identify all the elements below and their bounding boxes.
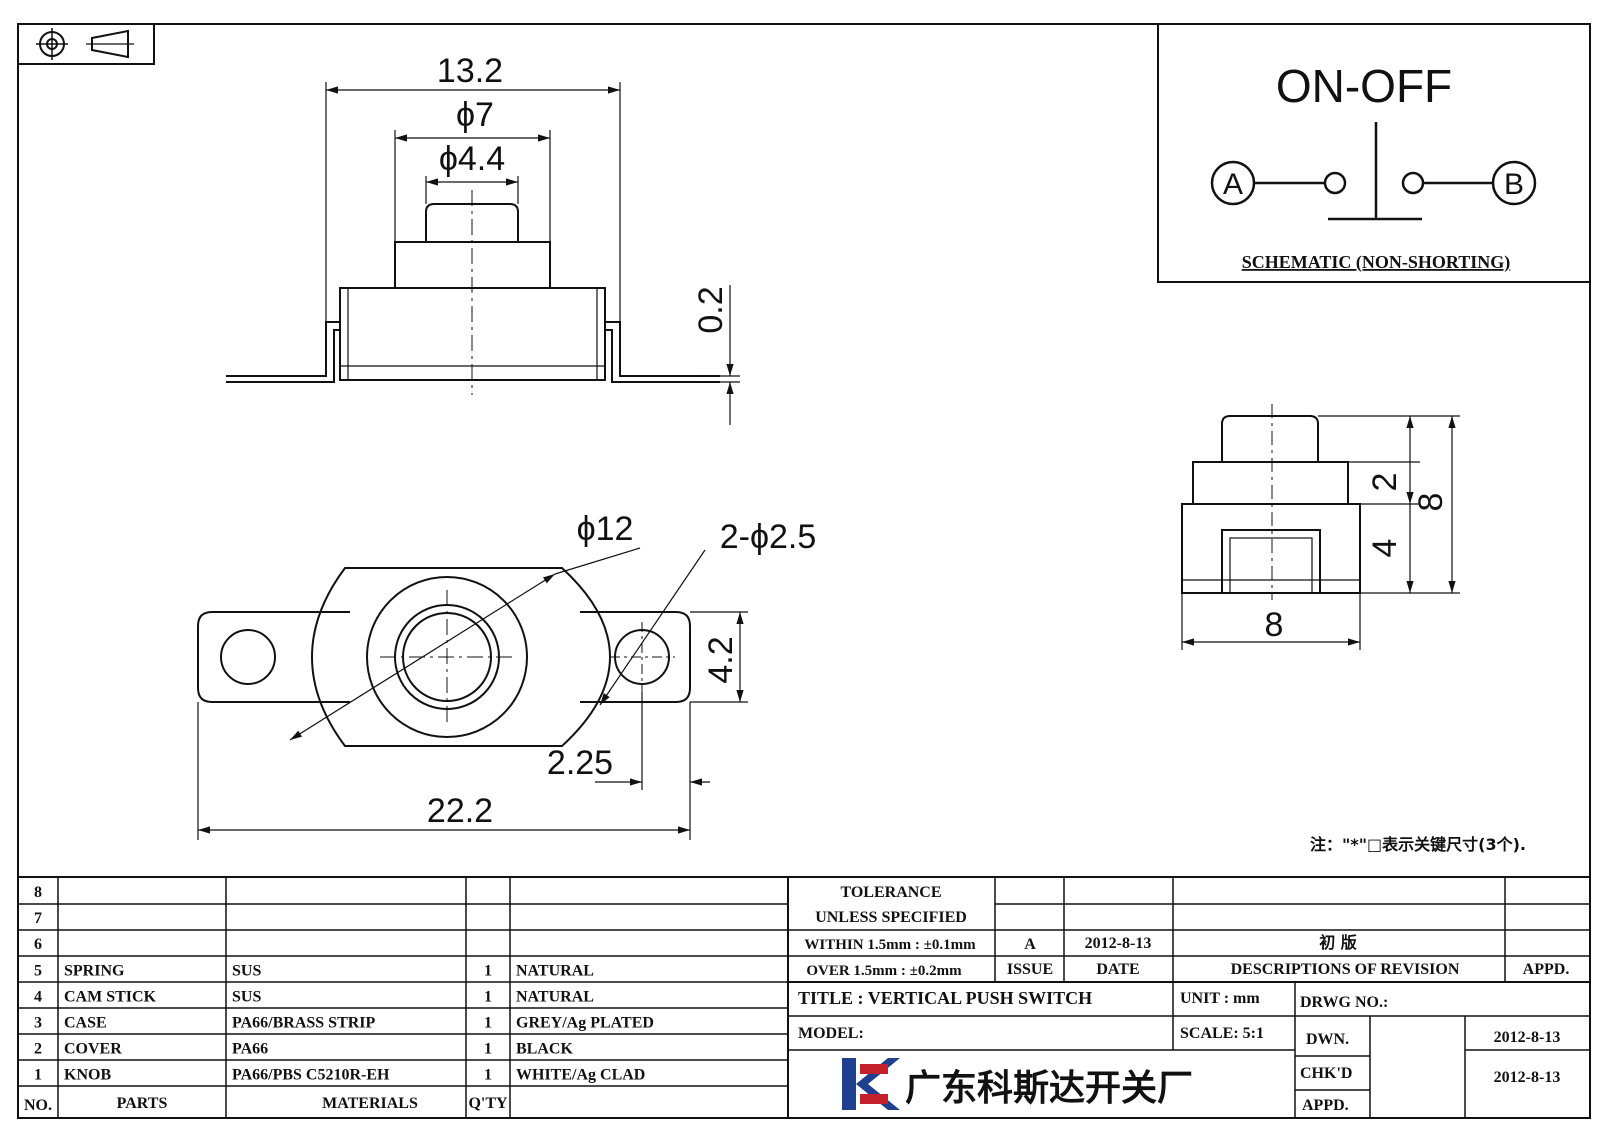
side-view-dimensions	[1181, 415, 1460, 650]
parts-cell-no: 2	[34, 1041, 42, 1058]
parts-cell-part: COVER	[64, 1041, 122, 1058]
header-materials: MATERIALS	[322, 1095, 418, 1112]
parts-cell-material: PA66/PBS C5210R-EH	[232, 1067, 390, 1084]
parts-cell-qty: 1	[484, 1041, 492, 1058]
parts-cell-no: 3	[34, 1015, 42, 1032]
tolerance-line-3: WITHIN 1.5mm : ±0.1mm	[804, 937, 976, 953]
header-date: DATE	[1096, 961, 1139, 978]
approved-label: APPD.	[1302, 1097, 1349, 1114]
header-appd: APPD.	[1523, 961, 1570, 978]
dim-side-4: 4	[1366, 539, 1404, 558]
parts-cell-part: SPRING	[64, 962, 125, 979]
parts-cell-finish: NATURAL	[516, 988, 594, 1005]
parts-cell-material: PA66	[232, 1041, 268, 1058]
parts-cell-finish: NATURAL	[516, 962, 594, 979]
parts-cell-material: SUS	[232, 962, 261, 979]
side-view	[1181, 404, 1361, 600]
front-view	[226, 190, 720, 395]
dim-22-2: 22.2	[427, 792, 493, 830]
schematic-title: ON-OFF	[1276, 60, 1452, 112]
revision-date: 2012-8-13	[1085, 935, 1152, 952]
parts-table	[18, 876, 1590, 1118]
tolerance-line-2: UNLESS SPECIFIED	[815, 909, 967, 926]
sheet-border	[17, 23, 1591, 1119]
schematic-caption: SCHEMATIC (NON-SHORTING)	[1242, 252, 1511, 273]
dim-phi12: ϕ12	[577, 510, 634, 548]
parts-cell-part: CASE	[64, 1015, 107, 1032]
front-view-dimensions	[325, 82, 740, 425]
parts-cell-finish: BLACK	[516, 1041, 573, 1058]
checked-label: CHK'D	[1300, 1065, 1352, 1082]
drawn-date: 2012-8-13	[1494, 1029, 1561, 1046]
parts-cell-material: PA66/BRASS STRIP	[232, 1015, 376, 1032]
dim-side-8-width: 8	[1265, 606, 1284, 644]
parts-cell-qty: 1	[484, 988, 492, 1005]
checked-date: 2012-8-13	[1494, 1069, 1561, 1086]
drawn-label: DWN.	[1306, 1031, 1349, 1048]
parts-cell-no: 1	[34, 1067, 42, 1084]
drawing-number-label: DRWG NO.:	[1300, 994, 1388, 1011]
parts-cell-no: 6	[34, 936, 42, 953]
dim-2-25: 2.25	[547, 744, 613, 782]
dim-4-2: 4.2	[702, 636, 740, 683]
revision-description: 初 版	[1319, 933, 1357, 952]
projection-symbol	[17, 23, 155, 65]
parts-cell-material: SUS	[232, 988, 261, 1005]
dim-width-13-2: 13.2	[437, 52, 503, 90]
dim-side-8-height: 8	[1412, 493, 1450, 512]
parts-cell-no: 5	[34, 962, 42, 979]
parts-cell-part: KNOB	[64, 1067, 111, 1084]
dim-0-2: 0.2	[692, 286, 730, 333]
revision-issue: A	[1024, 936, 1036, 953]
parts-cell-qty: 1	[484, 962, 492, 979]
unit-label: UNIT : mm	[1180, 990, 1260, 1007]
top-view	[197, 567, 691, 747]
header-parts: PARTS	[117, 1095, 168, 1112]
parts-cell-no: 8	[34, 884, 42, 901]
dim-holes-phi2-5: 2-ϕ2.5	[720, 518, 817, 556]
parts-cell-no: 7	[34, 910, 42, 927]
schematic-box: ON-OFF A B SCHEMATIC (NON-SHORTING)	[1157, 23, 1591, 283]
parts-cell-qty: 1	[484, 1067, 492, 1084]
company-name: 广东科斯达开关厂	[905, 1068, 1193, 1109]
parts-cell-finish: WHITE/Ag CLAD	[516, 1067, 645, 1084]
company-logo	[842, 1058, 900, 1110]
parts-cell-finish: GREY/Ag PLATED	[516, 1015, 654, 1032]
header-no: NO.	[24, 1097, 52, 1114]
dim-phi7: ϕ7	[456, 96, 494, 134]
top-view-dimensions	[197, 547, 748, 840]
parts-cell-qty: 1	[484, 1015, 492, 1032]
tolerance-line-4: OVER 1.5mm : ±0.2mm	[806, 963, 962, 979]
drawing-title: TITLE : VERTICAL PUSH SWITCH	[798, 988, 1092, 1008]
terminal-a-label: A	[1223, 168, 1243, 201]
key-dimension-note: 注："*"□表示关键尺寸(3个).	[1310, 835, 1526, 854]
header-issue: ISSUE	[1007, 961, 1053, 978]
scale-label: SCALE: 5:1	[1180, 1025, 1264, 1042]
header-descriptions: DESCRIPTIONS OF REVISION	[1231, 961, 1460, 978]
parts-cell-no: 4	[34, 988, 42, 1005]
header-qty: Q'TY	[468, 1095, 508, 1112]
dim-side-2: 2	[1366, 473, 1404, 492]
dim-phi4-4: ϕ4.4	[439, 140, 505, 178]
terminal-b-label: B	[1504, 168, 1524, 201]
parts-cell-part: CAM STICK	[64, 988, 157, 1005]
title-block-grid	[788, 877, 1590, 1118]
tolerance-line-1: TOLERANCE	[840, 884, 941, 901]
model-label: MODEL:	[798, 1025, 864, 1042]
